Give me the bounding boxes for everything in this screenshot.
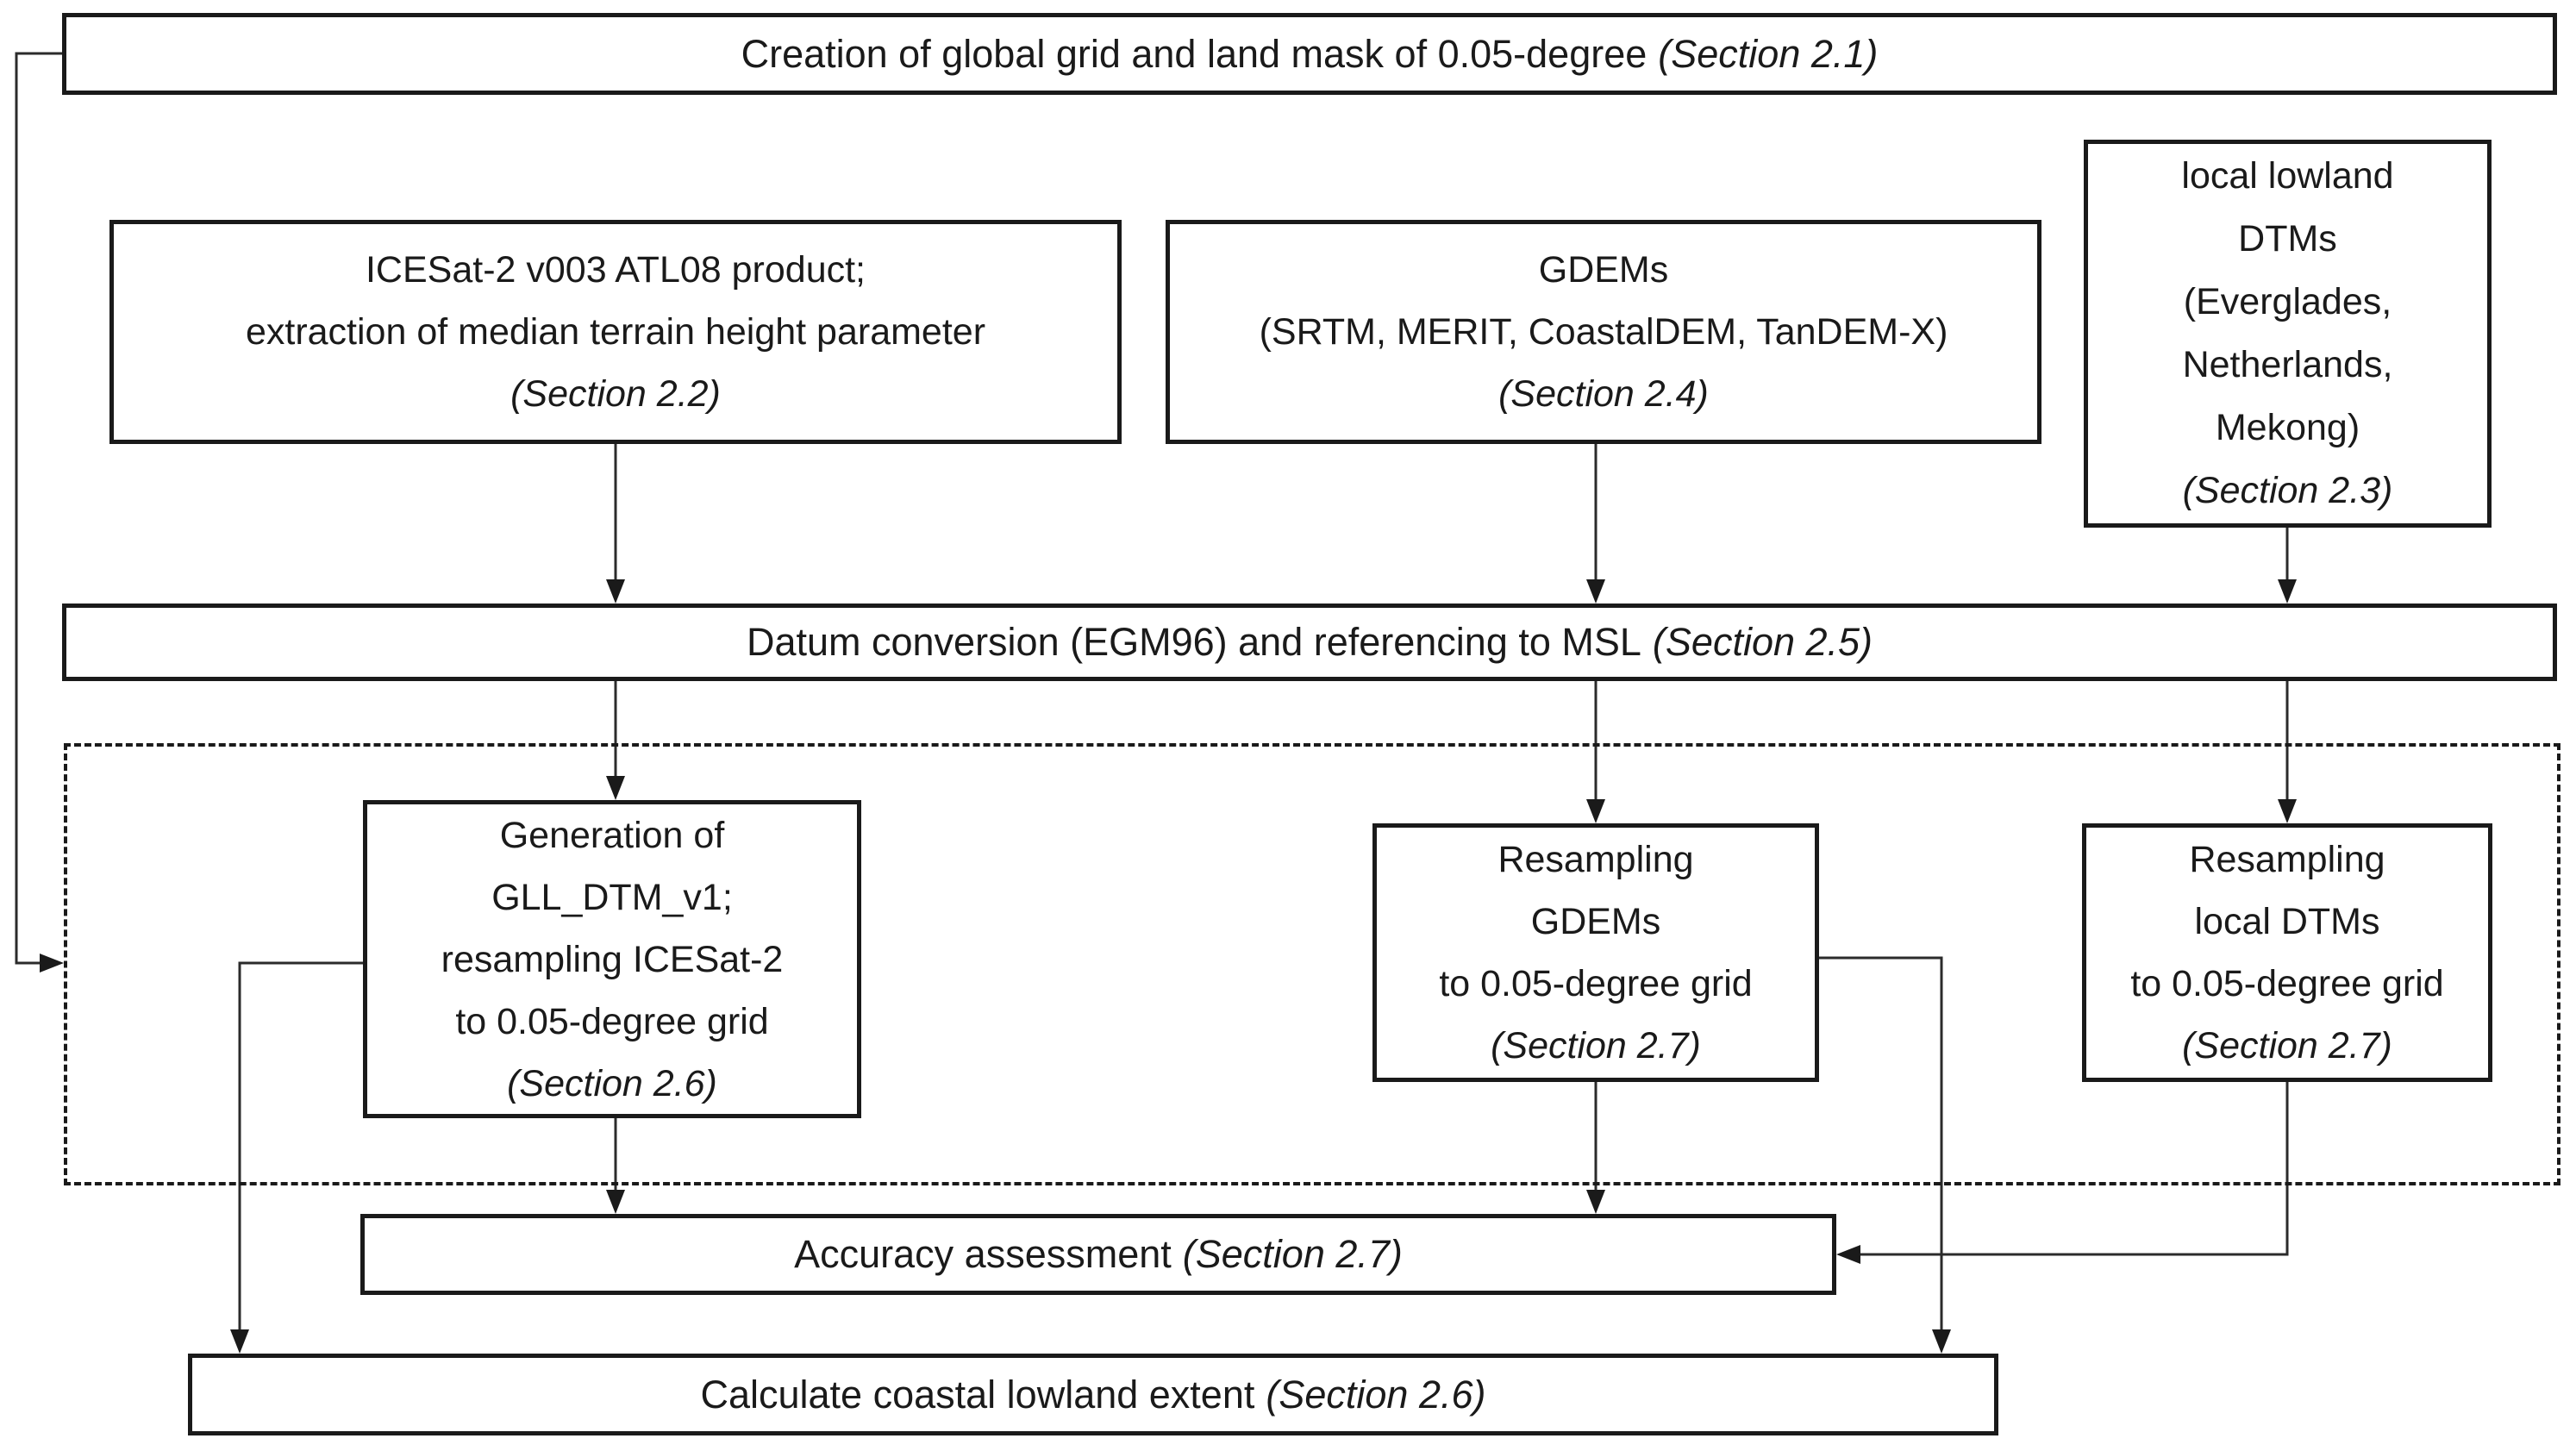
icesat-box-line: ICESat-2 v003 ATL08 product;	[365, 249, 866, 291]
resampling-gdems-box-line: to 0.05-degree grid	[1439, 963, 1753, 1004]
accuracy-box-text: Accuracy assessment	[794, 1232, 1172, 1276]
processing-group-outline	[64, 743, 2560, 1185]
gll-box: Generation of GLL_DTM_v1; resampling ICE…	[363, 800, 861, 1118]
gll-box-line: to 0.05-degree grid	[455, 1000, 769, 1042]
resampling-gdems-box: Resampling GDEMs to 0.05-degree grid (Se…	[1372, 823, 1819, 1082]
local-dtms-box-line: Netherlands,	[2182, 344, 2393, 385]
local-dtms-box: local lowland DTMs (Everglades, Netherla…	[2084, 140, 2492, 528]
calculate-box-section: (Section 2.6)	[1266, 1372, 1486, 1417]
gdems-box-section: (Section 2.4)	[1498, 373, 1709, 415]
arrow-icesat-to-datum	[606, 444, 625, 604]
resampling-local-box-line: to 0.05-degree grid	[2130, 963, 2444, 1004]
accuracy-box-section: (Section 2.7)	[1182, 1232, 1403, 1276]
creation-box-section: (Section 2.1)	[1658, 31, 1879, 76]
resampling-local-box-line: Resampling	[2189, 839, 2385, 880]
arrow-gll-to-accuracy	[606, 1118, 625, 1214]
icesat-box-line: extraction of median terrain height para…	[245, 311, 986, 353]
icesat-box-section: (Section 2.2)	[510, 373, 721, 415]
local-dtms-box-line: Mekong)	[2215, 407, 2360, 448]
arrow-gll-to-calculate	[230, 961, 363, 1354]
gdems-box: GDEMs (SRTM, MERIT, CoastalDEM, TanDEM-X…	[1166, 220, 2041, 444]
gll-box-line: GLL_DTM_v1;	[491, 876, 733, 918]
resampling-local-box-line: local DTMs	[2194, 901, 2380, 942]
arrow-resampling-local-to-accuracy	[1836, 1082, 2289, 1264]
datum-box-text: Datum conversion (EGM96) and referencing…	[746, 620, 1641, 664]
gll-box-line: resampling ICESat-2	[441, 938, 784, 980]
resampling-local-box: Resampling local DTMs to 0.05-degree gri…	[2082, 823, 2492, 1082]
accuracy-box: Accuracy assessment (Section 2.7)	[360, 1214, 1836, 1295]
gll-box-line: Generation of	[499, 814, 725, 856]
calculate-box: Calculate coastal lowland extent (Sectio…	[188, 1354, 1998, 1435]
arrow-datum-to-resampling-gdems	[1586, 681, 1605, 823]
local-dtms-box-section: (Section 2.3)	[2182, 470, 2393, 511]
resampling-gdems-box-line: Resampling	[1497, 839, 1694, 880]
creation-box: Creation of global grid and land mask of…	[62, 13, 2557, 95]
datum-box-section: (Section 2.5)	[1652, 620, 1873, 664]
local-dtms-box-line: DTMs	[2238, 218, 2337, 260]
gdems-box-line: (SRTM, MERIT, CoastalDEM, TanDEM-X)	[1259, 311, 1948, 353]
datum-box: Datum conversion (EGM96) and referencing…	[62, 604, 2557, 681]
arrow-resampling-gdems-to-accuracy	[1586, 1082, 1605, 1214]
resampling-gdems-box-line: GDEMs	[1530, 901, 1661, 942]
icesat-box: ICESat-2 v003 ATL08 product; extraction …	[109, 220, 1122, 444]
resampling-gdems-box-section: (Section 2.7)	[1491, 1025, 1701, 1066]
creation-box-text: Creation of global grid and land mask of…	[741, 31, 1648, 76]
arrow-gdems-to-datum	[1586, 444, 1605, 604]
calculate-box-text: Calculate coastal lowland extent	[700, 1372, 1255, 1417]
arrow-creation-to-processing-group	[15, 52, 64, 973]
arrow-local-dtms-to-datum	[2278, 528, 2297, 604]
arrow-datum-to-gll	[606, 681, 625, 800]
resampling-local-box-section: (Section 2.7)	[2182, 1025, 2392, 1066]
arrow-datum-to-resampling-local	[2278, 681, 2297, 823]
local-dtms-box-line: (Everglades,	[2183, 281, 2392, 322]
gll-box-section: (Section 2.6)	[507, 1062, 717, 1104]
arrow-resampling-gdems-to-calculate	[1819, 956, 1951, 1354]
gdems-box-line: GDEMs	[1538, 249, 1669, 291]
local-dtms-box-line: local lowland	[2181, 155, 2394, 197]
